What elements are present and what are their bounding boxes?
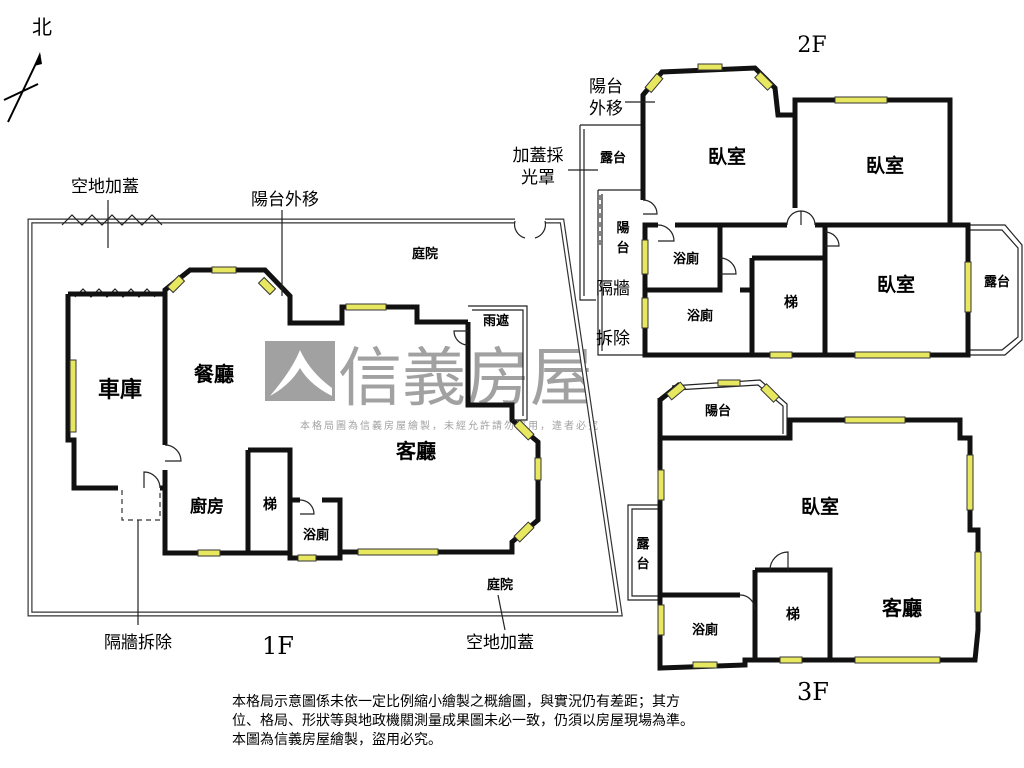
label-bathroom: 浴廁 [673,251,699,267]
label-canopy: 雨遮 [483,313,509,329]
floor-1f: 空地加蓋 陽台外移 庭院 車庫 餐廳 客廳 雨遮 廚房 梯 浴廁 庭院 隔牆拆除… [27,177,623,660]
floor-title-3f: 3F [797,678,829,706]
door-icon [739,594,756,611]
label-skylight: 加蓋採 [513,146,564,166]
door-icon [719,257,737,275]
label-stairs: 梯 [784,294,798,311]
label-balcony-moved: 陽台外移 [251,190,319,210]
windows-3f [657,379,982,669]
label-bedroom: 臥室 [866,154,904,177]
label-garage: 車庫 [98,377,142,403]
label-bedroom: 臥室 [708,145,746,168]
terrace-outline [579,124,645,356]
label-balcony-moved: 陽台 [589,77,623,97]
windows-1f [69,266,542,562]
label-terrace: 露台 [600,150,626,166]
label-skylight: 光罩 [521,168,555,188]
door-icon [642,199,658,215]
label-bathroom: 浴廁 [687,308,713,324]
label-stairs: 梯 [786,606,800,623]
watermark-logo-icon [265,341,335,401]
label-open-space: 空地加蓋 [71,177,139,197]
label-terrace: 台 [636,556,649,572]
gate-door-icon [513,220,547,239]
label-bathroom: 浴廁 [692,622,718,638]
terrace-right-outline [968,224,1023,356]
label-courtyard: 庭院 [487,577,513,593]
label-living: 客廳 [881,596,922,620]
door-icon [769,551,789,571]
open-space-zigzag [61,200,163,298]
floor-2f: 2F 陽台 外移 加蓋採 光罩 露台 臥室 臥室 陽 台 浴廁 浴廁 梯 臥室 … [513,33,1023,359]
door-icon [299,499,315,515]
label-bedroom: 臥室 [877,273,915,296]
label-stairs: 梯 [263,496,277,513]
label-wall-removed: 隔牆 [596,279,630,299]
label-bedroom: 臥室 [801,495,839,518]
door-icon [824,231,840,247]
label-wall-removed: 拆除 [596,329,630,349]
lot-boundary [27,218,623,617]
windows-2f [641,63,972,359]
double-door-icon [786,210,816,226]
door-icon [657,224,675,242]
terrace-outline [627,504,660,601]
label-kitchen: 廚房 [190,496,224,517]
label-dining: 餐廳 [194,362,234,386]
disclaimer-line: 位、格局、形狀等與地政機關測量成果圖未必一致，仍須以房屋現場為準。 [232,712,694,729]
label-wall-removed: 隔牆拆除 [104,633,172,653]
label-balcony: 台 [616,240,629,256]
door-icon [143,471,161,489]
disclaimer-line: 本圖為信義房屋繪製，盜用必究。 [232,731,442,748]
label-open-space: 空地加蓋 [466,633,534,653]
disclaimer-line: 本格局示意圖係未依一定比例縮小繪製之概繪圖，與實況仍有差距；其方 [232,693,680,710]
north-compass-icon [3,52,42,123]
door-icon [453,330,469,346]
label-balcony: 陽台 [705,403,731,419]
wall-1f [65,267,541,561]
label-bathroom: 浴廁 [303,527,329,543]
north-label: 北 [32,15,52,39]
floor-title-1f: 1F [262,632,294,660]
label-terrace: 露台 [984,274,1010,290]
label-courtyard: 庭院 [412,246,438,262]
door-icon [164,444,182,462]
removed-wall-dashed [121,490,161,521]
label-balcony-moved: 外移 [589,99,623,119]
wall-2f [640,65,971,358]
watermark-subtitle: 本格局圖為信義房屋繪製，未經允許請勿盜用，違者必究 [300,419,600,432]
label-terrace: 露 [636,537,650,552]
floor-title-2f: 2F [797,33,826,58]
floor-3f: 陽台 臥室 露 台 梯 客廳 浴廁 3F [627,379,982,706]
label-balcony: 陽 [616,220,629,236]
label-living: 客廳 [395,439,436,463]
leader-line [497,594,506,631]
